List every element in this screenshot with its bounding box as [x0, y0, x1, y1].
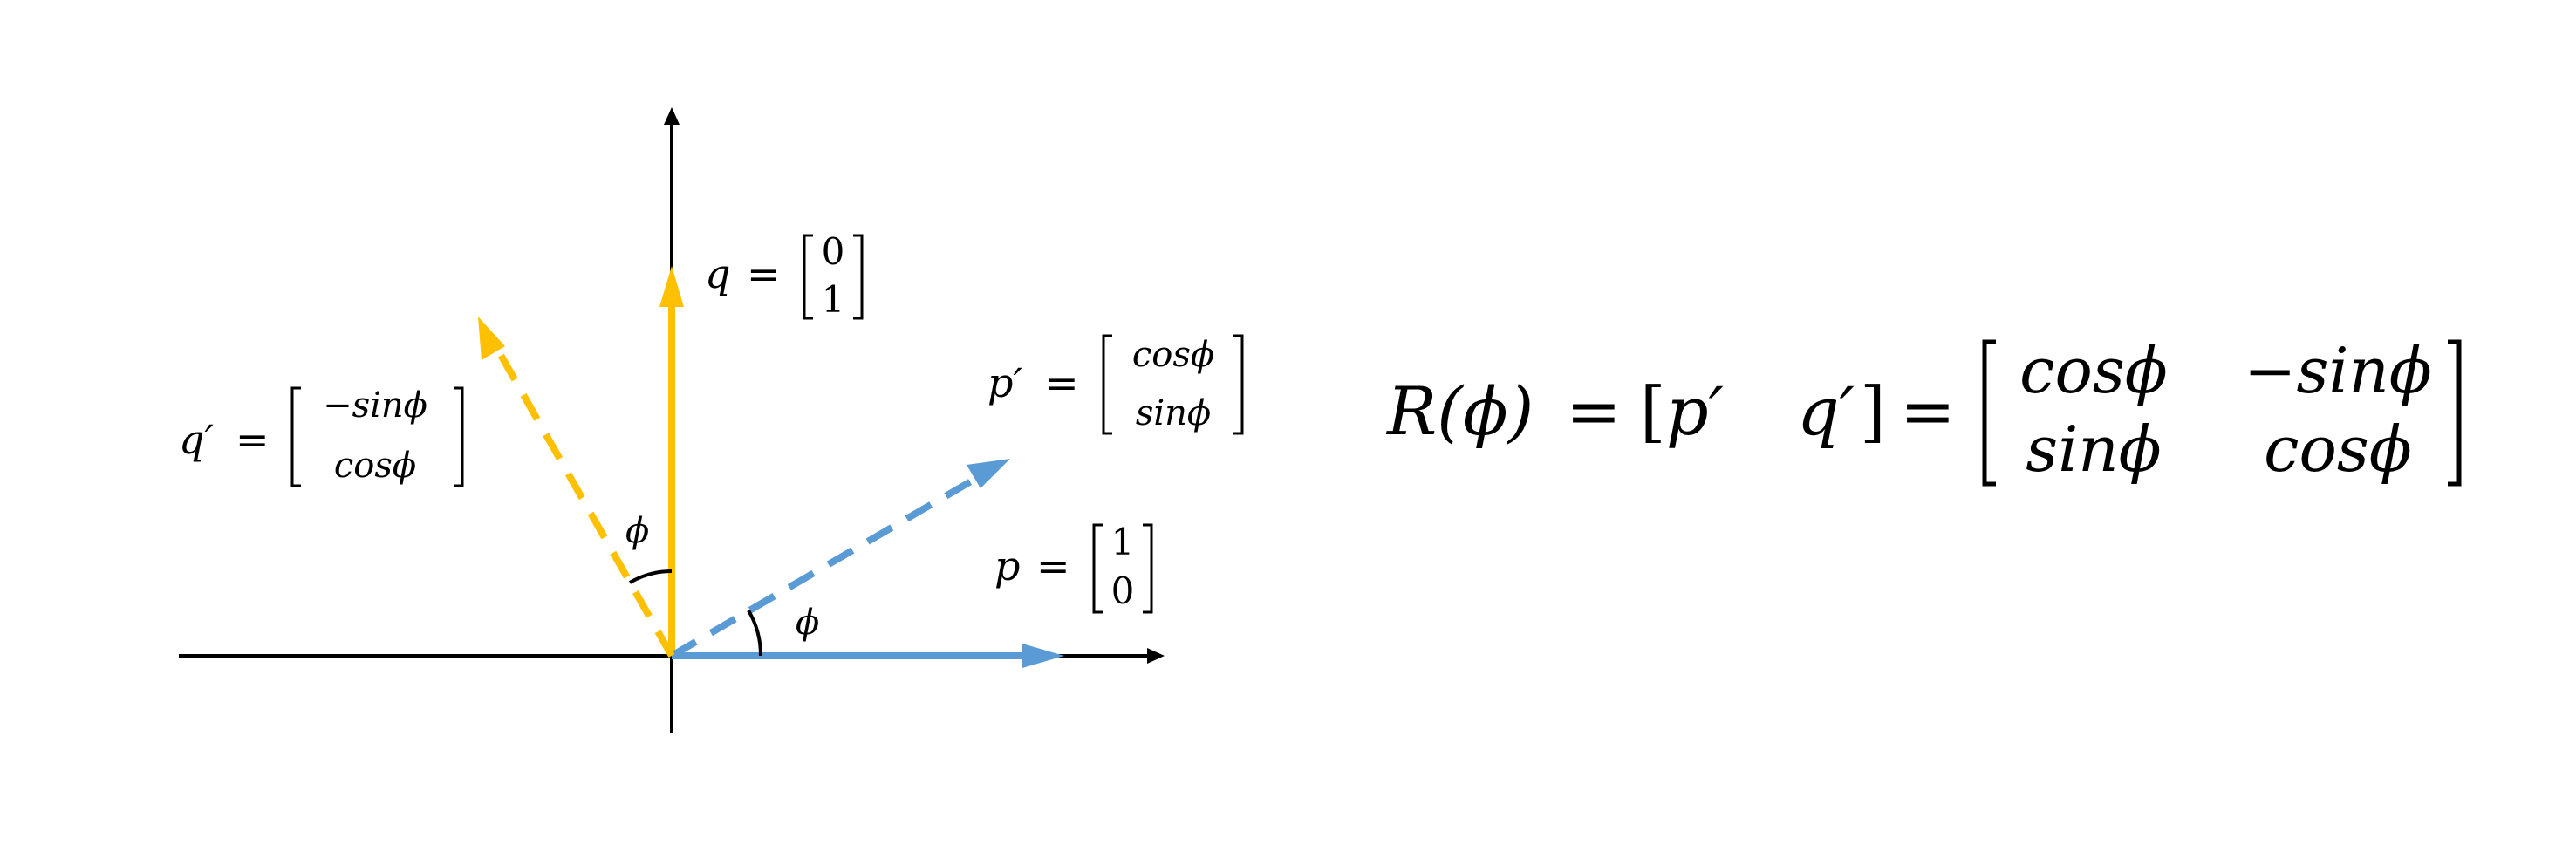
q-vector-arrowhead-icon [659, 266, 684, 307]
angle-label-p: ϕ [796, 603, 819, 643]
label-p-bottom: 0 [1111, 569, 1135, 612]
formula-bracket-open: [ [1640, 372, 1666, 450]
label-q-bottom: 1 [822, 278, 845, 321]
label-p: p = 1 0 [994, 521, 1153, 614]
label-p-prime-bottom: sinϕ [1136, 393, 1211, 433]
p-prime-arrowhead-icon [967, 459, 1010, 488]
label-q-bracket-right [853, 234, 864, 320]
formula-col-q-prime: q′ [1797, 372, 1855, 450]
rotation-formula: R(ϕ) = [ p′ q′ ] = cosϕ −sinϕ sinϕ cosϕ [1385, 334, 2462, 487]
x-axis-arrowhead-icon [1147, 648, 1165, 664]
label-q-prime-bracket-left [290, 386, 301, 487]
matrix-m22: cosϕ [2264, 412, 2412, 486]
matrix-m11: cosϕ [2019, 334, 2168, 407]
p-prime-vector [669, 472, 984, 659]
label-p-prime-bracket-right [1233, 334, 1244, 435]
angle-arc-q [629, 569, 673, 584]
label-q-prime-name: q′ [179, 416, 214, 463]
label-q-bracket-left [803, 234, 813, 320]
label-q: q = 0 1 [705, 230, 864, 321]
formula-equals-2: = [1900, 372, 1956, 450]
q-prime-vector [494, 347, 675, 658]
label-p-prime-bracket-left [1102, 334, 1112, 435]
label-p-prime: p′ = cosϕ sinϕ [987, 334, 1244, 435]
y-axis-arrowhead-icon [664, 107, 680, 125]
label-q-prime-equals: = [236, 416, 270, 463]
label-q-prime: q′ = −sinϕ cosϕ [179, 385, 464, 487]
label-q-name: q [705, 250, 730, 297]
label-q-prime-bracket-right [454, 386, 464, 487]
angle-arc-p [747, 609, 763, 657]
q-prime-arrowhead-icon [478, 317, 505, 360]
label-p-equals: = [1036, 542, 1070, 590]
label-q-prime-top: −sinϕ [323, 385, 427, 426]
matrix-m12: −sinϕ [2244, 334, 2432, 407]
formula-col-p-prime: p′ [1666, 372, 1724, 450]
angle-label-q: ϕ [625, 511, 649, 551]
formula-lhs: R(ϕ) [1385, 372, 1534, 450]
matrix-bracket-left [1982, 339, 1996, 487]
label-q-top: 0 [822, 230, 845, 273]
label-q-equals: = [747, 250, 781, 297]
formula-bracket-close: ] [1860, 372, 1886, 450]
matrix-bracket-right [2448, 339, 2462, 487]
label-p-prime-top: cosϕ [1132, 335, 1214, 375]
label-p-prime-name: p′ [987, 359, 1022, 406]
label-p-prime-equals: = [1045, 359, 1079, 406]
label-p-top: 1 [1111, 521, 1135, 563]
formula-equals-1: = [1566, 372, 1622, 450]
label-p-name: p [994, 542, 1020, 590]
label-p-bracket-right [1143, 523, 1153, 614]
matrix-m21: sinϕ [2026, 412, 2161, 486]
p-vector-arrowhead-icon [1022, 644, 1064, 668]
label-q-prime-bottom: cosϕ [334, 446, 416, 486]
label-p-bracket-left [1092, 523, 1103, 614]
